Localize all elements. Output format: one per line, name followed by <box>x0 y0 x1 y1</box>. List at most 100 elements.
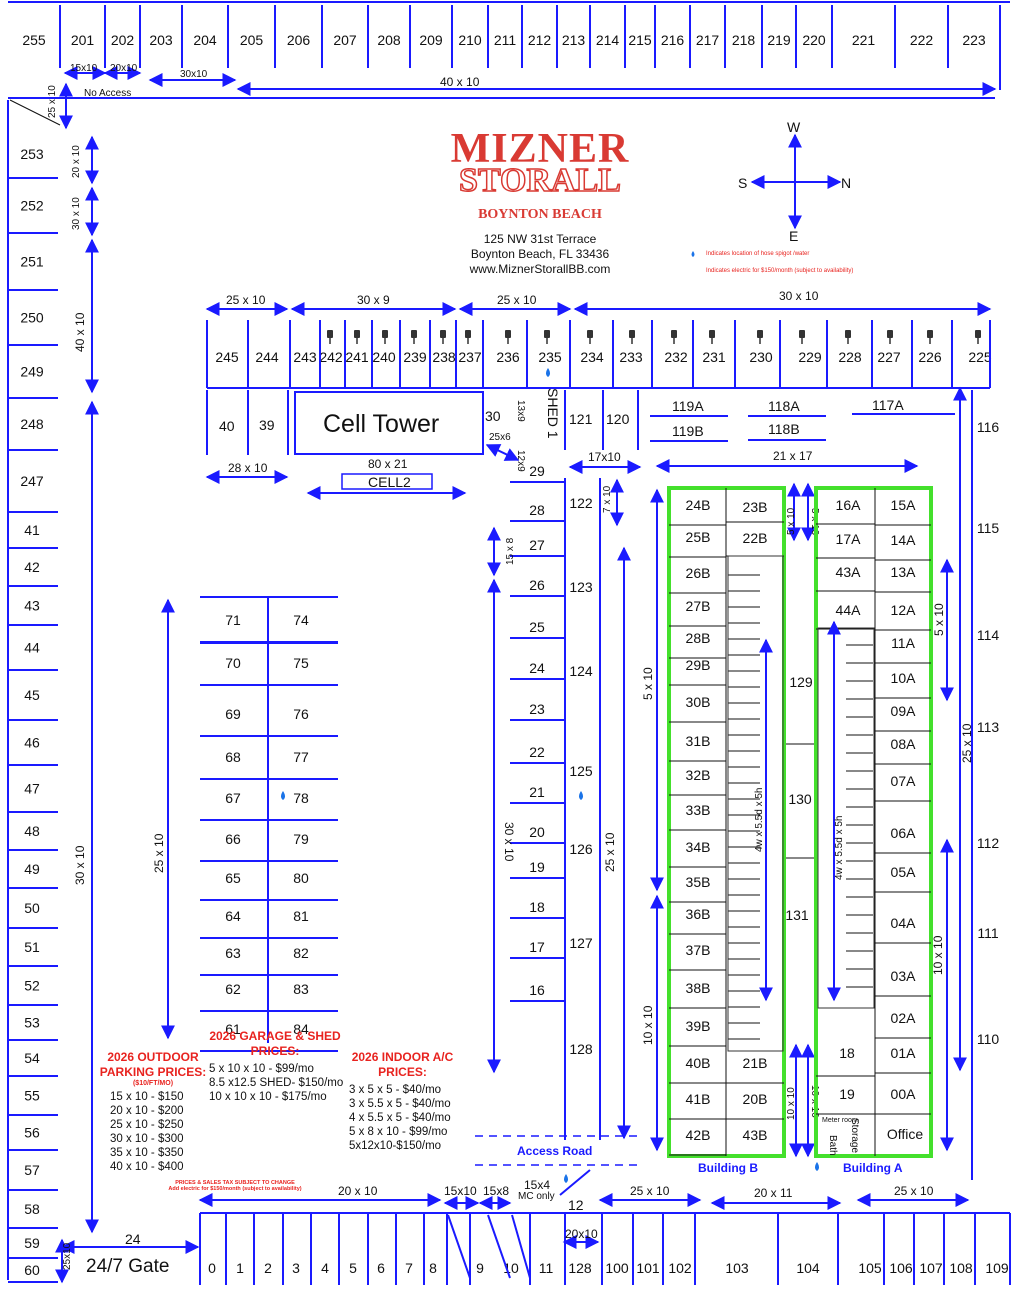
unit-14A: 14A <box>891 532 917 548</box>
unit-79: 79 <box>293 831 309 847</box>
plug-icon <box>799 330 805 338</box>
building-a-label: Building A <box>843 1161 903 1175</box>
unit-220: 220 <box>802 32 826 48</box>
unit-212: 212 <box>528 32 552 48</box>
dim-21x17: 21 x 17 <box>773 449 813 463</box>
unit-55: 55 <box>24 1088 40 1104</box>
unit-16: 16 <box>529 982 545 998</box>
unit-226: 226 <box>918 349 942 365</box>
storage-label: Storage <box>849 1118 860 1153</box>
address-block: 125 NW 31st Terrace Boynton Beach, FL 33… <box>420 232 660 277</box>
unit-06A: 06A <box>891 825 917 841</box>
unit-214: 214 <box>596 32 620 48</box>
dim-15x8-bottom: 15x8 <box>483 1184 509 1198</box>
unit-40B: 40B <box>686 1055 711 1071</box>
price-note-2: Add electric for $150/month (subject to … <box>168 1186 302 1192</box>
compass-w: W <box>787 119 801 135</box>
unit-70: 70 <box>225 655 241 671</box>
unit-128-bottom: 128 <box>568 1260 592 1276</box>
unit-221: 221 <box>852 32 876 48</box>
plug-icon <box>440 330 446 338</box>
gate-width: 24 <box>125 1231 141 1247</box>
outdoor-price-item: 15 x 10 - $150 <box>110 1091 184 1103</box>
unit-57: 57 <box>24 1162 40 1178</box>
unit-43: 43 <box>24 598 40 614</box>
dim-25x6: 25x6 <box>489 432 511 443</box>
unit-29: 29 <box>529 463 545 479</box>
bath-label: Bath <box>827 1135 838 1156</box>
plug-icon <box>845 330 851 338</box>
unit-128: 128 <box>569 1041 593 1057</box>
plug-icon <box>382 330 388 338</box>
water-drop-icon <box>546 368 550 377</box>
unit-35B: 35B <box>686 874 711 890</box>
dim-15x8: 15 x 8 <box>505 537 516 565</box>
outdoor-price-item: 40 x 10 - $400 <box>110 1161 184 1173</box>
unit-71: 71 <box>225 612 241 628</box>
unit-15A: 15A <box>891 497 917 513</box>
unit-53: 53 <box>24 1015 40 1031</box>
plug-icon <box>411 330 417 338</box>
unit-230: 230 <box>749 349 773 365</box>
cell2-label: CELL2 <box>368 474 411 490</box>
unit-49: 49 <box>24 861 40 877</box>
unit-19: 19 <box>529 859 545 875</box>
plug-icon <box>544 330 550 338</box>
unit-115: 115 <box>977 520 1000 536</box>
unit-241: 241 <box>345 349 369 365</box>
unit-03A: 03A <box>891 968 917 984</box>
unit-131: 131 <box>785 907 809 923</box>
garage-price-item: 8.5 x12.5 SHED- $150/mo <box>209 1077 344 1089</box>
unit-34B: 34B <box>686 839 711 855</box>
unit-28: 28 <box>529 502 545 518</box>
compass-e: E <box>789 228 798 244</box>
unit-244: 244 <box>255 349 279 365</box>
garage-price-item: 10 x 10 x 10 - $175/mo <box>209 1091 327 1103</box>
dim-30x10-col: 30 x 10 <box>502 822 516 862</box>
unit-222: 222 <box>910 32 934 48</box>
unit-47: 47 <box>24 781 40 797</box>
unit-227: 227 <box>877 349 901 365</box>
unit-11A: 11A <box>891 635 916 651</box>
unit-218: 218 <box>732 32 756 48</box>
unit-5-bottom: 5 <box>349 1260 357 1276</box>
unit-108-bottom: 108 <box>949 1260 973 1276</box>
plug-icon <box>505 330 511 338</box>
unit-12A: 12A <box>891 602 917 618</box>
unit-247: 247 <box>20 473 44 489</box>
unit-46: 46 <box>24 735 40 751</box>
unit-41B: 41B <box>686 1091 711 1107</box>
unit-234: 234 <box>580 349 604 365</box>
unit-74: 74 <box>293 612 309 628</box>
plug-icon <box>327 330 333 338</box>
unit-39B: 39B <box>686 1018 711 1034</box>
unit-21B: 21B <box>743 1055 768 1071</box>
address-web[interactable]: www.MiznerStorallBB.com <box>469 262 611 276</box>
unit-4-bottom: 4 <box>321 1260 329 1276</box>
dim-5x10-right: 5 x 10 <box>932 603 946 636</box>
unit-59: 59 <box>24 1235 40 1251</box>
plug-icon <box>587 330 593 338</box>
water-drops <box>281 251 819 1183</box>
unit-232: 232 <box>664 349 688 365</box>
cell-tower-box <box>294 391 484 455</box>
dim-row2-b: 30 x 9 <box>357 293 390 307</box>
dim-5x10-b: 5 x 10 <box>641 667 655 700</box>
unit-26: 26 <box>529 577 545 593</box>
unit-0-bottom: 0 <box>208 1260 216 1276</box>
outdoor-prices: 2026 OUTDOOR PARKING PRICES: ($10/FT/MO)… <box>98 1050 208 1174</box>
unit-219: 219 <box>767 32 791 48</box>
unit-204: 204 <box>193 32 217 48</box>
water-drop-icon <box>579 791 583 800</box>
building-b-label: Building B <box>698 1161 758 1175</box>
dim-12x9: 12x9 <box>515 450 526 472</box>
unit-237: 237 <box>458 349 482 365</box>
dim-corridor-c: 10 x 10 <box>786 1087 797 1120</box>
unit-3-bottom: 3 <box>292 1260 300 1276</box>
dim-15x4-bottom: 15x4 <box>524 1178 550 1192</box>
unit-104-bottom: 104 <box>796 1260 820 1276</box>
unit-123: 123 <box>569 579 593 595</box>
